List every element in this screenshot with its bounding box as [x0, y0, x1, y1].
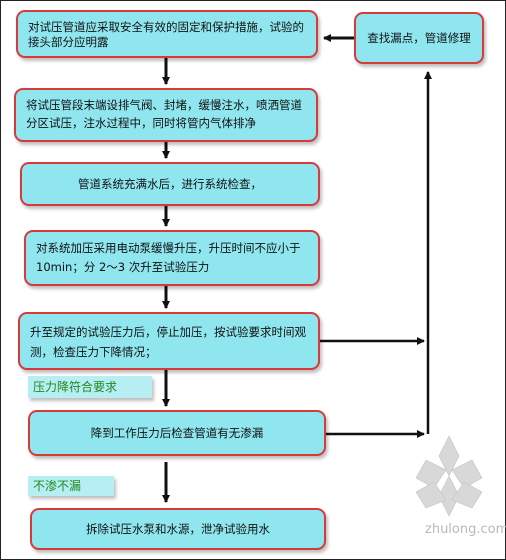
condition-pressure-ok: 压力降符合要求 [28, 376, 152, 398]
step-text: 降到工作压力后检查管道有无渗漏 [90, 425, 264, 440]
watermark-text: zhulong.com [425, 522, 506, 537]
repair-box: 查找漏点，管道修理 [354, 12, 484, 64]
step-text: 升至规定的试验压力后，停止加压，按试验要求时间观测，检查压力下降情况； [30, 325, 306, 359]
step-box-pressurize: 对系统加压采用电动泵缓慢升压，升压时间不应小于10min；分 2～3 次升至试验… [24, 230, 320, 286]
step-text: 管道系统充满水后，进行系统检查， [78, 176, 262, 191]
step-box-system-check: 管道系统充满水后，进行系统检查， [20, 162, 320, 206]
step-text: 将试压管段末端设排气阀、封堵，缓慢注水，喷洒管道分区试压，注水过程中，同时将管内… [26, 98, 302, 130]
condition-no-leak: 不渗不漏 [28, 476, 114, 496]
condition-text: 压力降符合要求 [33, 380, 118, 394]
step-box-remove-equipment: 拆除试压水泵和水源，泄净试验用水 [30, 508, 326, 550]
step-text: 对系统加压采用电动泵缓慢升压，升压时间不应小于10min；分 2～3 次升至试验… [36, 241, 301, 274]
step-box-fill-water: 将试压管段末端设排气阀、封堵，缓慢注水，喷洒管道分区试压，注水过程中，同时将管内… [14, 88, 318, 142]
watermark-logo [415, 435, 483, 517]
step-text: 拆除试压水泵和水源，泄净试验用水 [86, 521, 270, 536]
step-text: 对试压管道应采取安全有效的固定和保护措施，试验的接头部分应明露 [28, 20, 304, 49]
step-box-fix-and-protect: 对试压管道应采取安全有效的固定和保护措施，试验的接头部分应明露 [16, 10, 318, 58]
step-box-check-leakage: 降到工作压力后检查管道有无渗漏 [28, 410, 326, 456]
condition-text: 不渗不漏 [33, 479, 82, 493]
step-box-observe-pressure: 升至规定的试验压力后，停止加压，按试验要求时间观测，检查压力下降情况； [18, 312, 320, 370]
repair-text: 查找漏点，管道修理 [367, 30, 471, 45]
